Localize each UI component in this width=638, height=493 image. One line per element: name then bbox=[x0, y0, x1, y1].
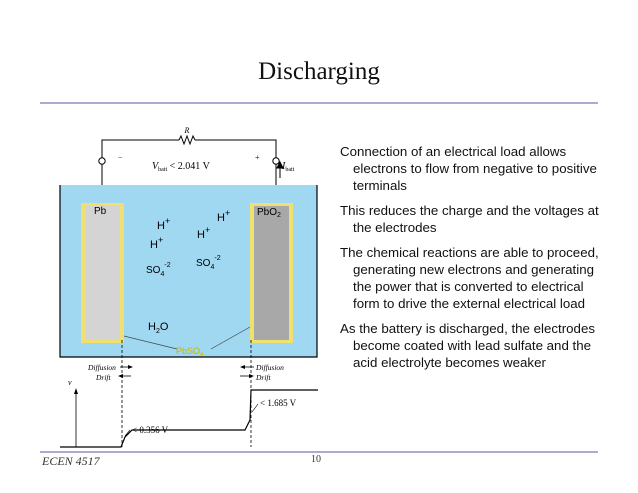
h-ion: H+ bbox=[157, 216, 170, 232]
v-axis-arrowhead bbox=[74, 388, 78, 394]
title-rule bbox=[40, 102, 598, 104]
bullet-item: Connection of an electrical load allows … bbox=[340, 144, 597, 193]
diffusion-arrowhead-right bbox=[240, 365, 245, 369]
resistor-symbol bbox=[178, 134, 196, 146]
resistor-label: R bbox=[184, 126, 190, 135]
positive-terminal bbox=[272, 157, 280, 165]
v-left-value: < 0.356 V bbox=[132, 425, 169, 435]
footer-rule bbox=[40, 451, 598, 453]
h-ion: H+ bbox=[197, 225, 210, 241]
bullet-item: As the battery is discharged, the electr… bbox=[340, 321, 595, 370]
vbatt-label: Vbatt < 2.041 V bbox=[152, 161, 211, 173]
v-axis-label: v bbox=[68, 378, 72, 387]
pb-label: Pb bbox=[94, 206, 107, 217]
pbso4-label: PbSO4 bbox=[176, 346, 204, 358]
v-right-value: < 1.685 V bbox=[260, 398, 297, 408]
drift-arrowhead-right bbox=[249, 374, 254, 378]
plus-sign: + bbox=[255, 153, 260, 162]
pbo2-electrode bbox=[254, 206, 289, 340]
current-arrowhead bbox=[276, 160, 284, 169]
battery-container bbox=[59, 185, 318, 358]
h-ion: H+ bbox=[217, 208, 230, 224]
v-right-pointer bbox=[251, 403, 259, 413]
slide-title: Discharging bbox=[258, 58, 380, 85]
drift-label-right: Drift bbox=[255, 373, 272, 382]
bullet-list: Connection of an electrical load allows … bbox=[340, 143, 602, 379]
pb-electrode bbox=[85, 206, 120, 340]
diffusion-label-left: Diffusion bbox=[87, 363, 116, 372]
minus-sign: − bbox=[118, 153, 123, 162]
pbo2-label: PbO2 bbox=[257, 207, 281, 219]
ibatt-label: Ibatt bbox=[281, 161, 295, 173]
pbso4-pointer-left bbox=[123, 335, 178, 350]
h2o-label: H2O bbox=[148, 321, 169, 335]
v-left-pointer bbox=[124, 429, 131, 437]
pbso4-pointer-right bbox=[210, 326, 251, 350]
so4-ion: SO4-2 bbox=[146, 262, 171, 278]
diffusion-label-right: Diffusion bbox=[255, 363, 284, 372]
potential-curve bbox=[60, 389, 318, 448]
page-number: 10 bbox=[311, 454, 321, 465]
external-circuit bbox=[101, 134, 284, 206]
negative-terminal bbox=[98, 157, 106, 165]
bullet-item: This reduces the charge and the voltages… bbox=[340, 203, 599, 235]
drift-label-left: Drift bbox=[95, 373, 112, 382]
h-ion: H+ bbox=[150, 235, 163, 251]
diffusion-arrowhead-left bbox=[128, 365, 133, 369]
course-label: ECEN 4517 bbox=[42, 454, 100, 468]
bullet-item: The chemical reactions are able to proce… bbox=[340, 245, 599, 311]
so4-ion: SO4-2 bbox=[196, 255, 221, 271]
